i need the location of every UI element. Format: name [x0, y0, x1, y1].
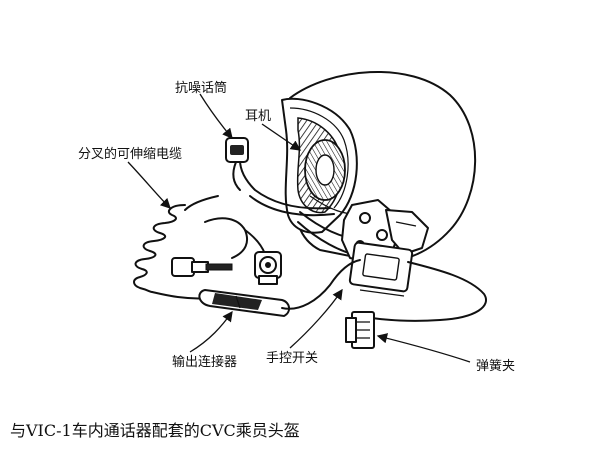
- microphone-boom: [225, 137, 335, 217]
- label-output-connector: 输出连接器: [172, 354, 237, 370]
- hand-switch-box: [348, 241, 414, 297]
- figure-caption: 与VIC-1车内通话器配套的CVC乘员头盔: [10, 421, 300, 440]
- coiled-cable: [133, 195, 219, 300]
- label-spring-clip: 弹簧夹: [476, 358, 515, 374]
- leader-microphone: [199, 93, 233, 139]
- label-microphone: 抗噪话筒: [175, 80, 227, 96]
- leader-connector: [189, 310, 233, 353]
- leader-switch: [289, 288, 343, 349]
- label-earphone: 耳机: [245, 109, 271, 124]
- round-connector: [254, 251, 282, 285]
- leader-cable: [127, 161, 171, 209]
- leader-lines: [127, 93, 471, 363]
- cable-to-clip: [371, 261, 487, 322]
- leader-earphone: [261, 123, 302, 151]
- earphone-cup: [304, 139, 346, 201]
- leader-clip: [376, 333, 471, 363]
- spring-clip: [345, 311, 375, 349]
- label-cable: 分叉的可伸缩电缆: [78, 146, 182, 162]
- plug-connector: [171, 257, 233, 277]
- output-connector-body: [198, 259, 361, 318]
- label-hand-switch: 手控开关: [266, 351, 318, 366]
